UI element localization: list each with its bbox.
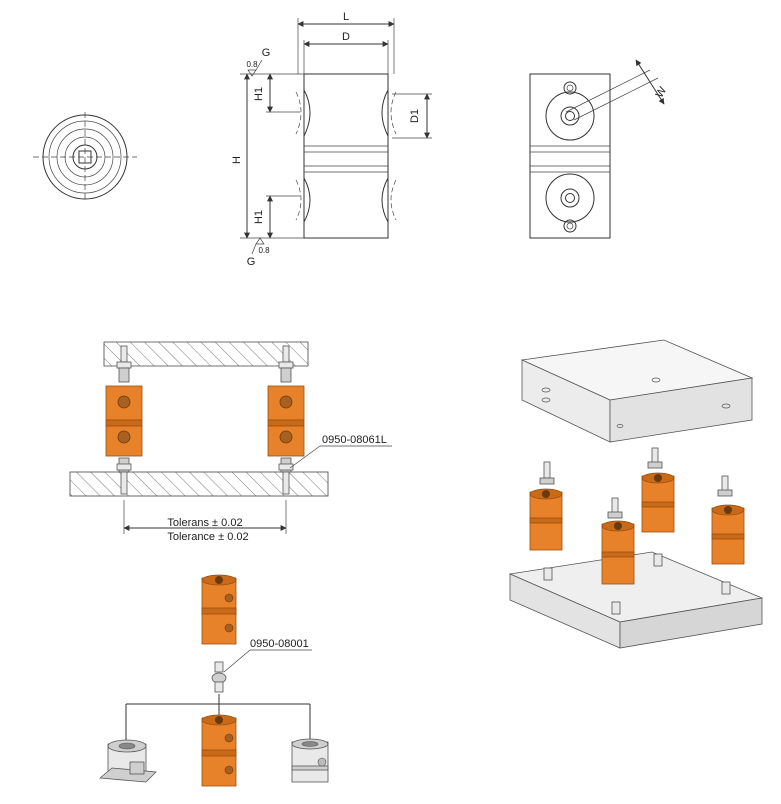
part-label-pin: 0950-08001 (250, 638, 309, 650)
side-view: L D H H1 H1 D1 G 0.8 G 0.8 (231, 11, 432, 268)
dim-L: L (343, 11, 349, 23)
front-view: W (529, 59, 670, 239)
dim-W: W (654, 84, 670, 100)
tolerance-sv: Tolerans ± 0.02 (167, 517, 242, 529)
right-pin-stack (267, 345, 305, 495)
top-view (33, 112, 137, 202)
dim-D1: D1 (409, 109, 421, 123)
fixture-3d-view (508, 339, 764, 649)
part-label-pin-long: 0950-08061L (322, 434, 387, 446)
assembly-section: 0950-08061L Tolerans ± 0.02 Tolerance ± … (69, 341, 392, 543)
dim-H1-bottom: H1 (253, 210, 265, 224)
dim-G-bottom: G (247, 256, 256, 268)
dim-G-top: G (262, 47, 271, 59)
dim-H1-top: H1 (253, 87, 265, 101)
accessory-tree: 0950-08001 (98, 574, 329, 787)
dim-H: H (231, 156, 243, 164)
tolerance-en: Tolerance ± 0.02 (167, 531, 248, 543)
roughness-bottom: 0.8 (258, 246, 270, 255)
left-pin-stack (105, 345, 143, 495)
dim-D: D (342, 31, 350, 43)
roughness-top: 0.8 (246, 60, 258, 69)
